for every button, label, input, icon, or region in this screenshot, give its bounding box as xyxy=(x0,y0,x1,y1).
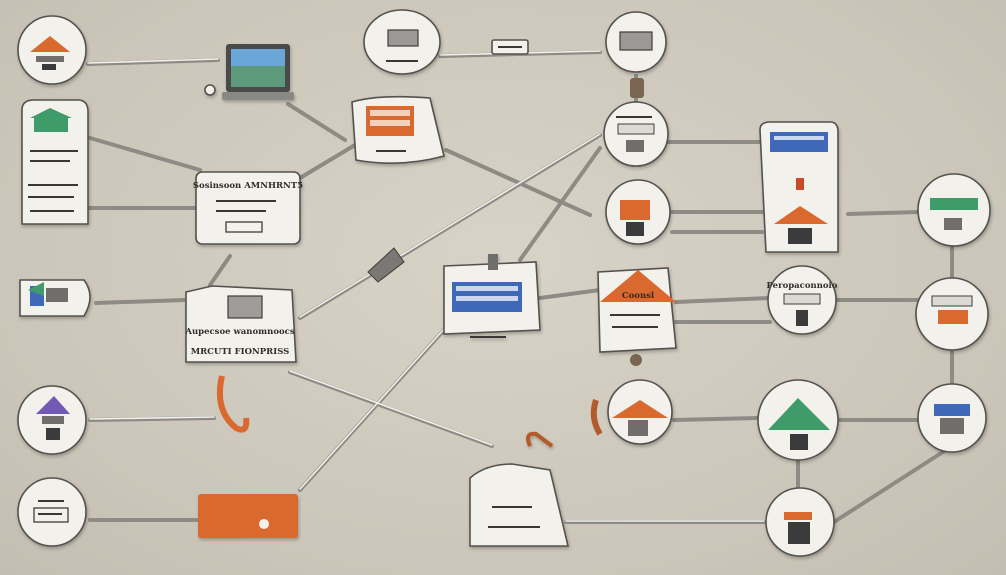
connector-3 xyxy=(88,136,202,172)
center-left-label-2: MRCUTI FIONPRISS xyxy=(191,347,290,357)
node-panel-left: Sosinsoon AMNHRNT5 xyxy=(193,171,303,245)
node-center-left: Aupecsoe wanomnoocs MRCUTI FIONPRISS xyxy=(184,285,297,363)
node-far-right-2 xyxy=(915,277,989,351)
connector-17 xyxy=(674,296,772,304)
orange-hook xyxy=(216,375,250,433)
node-left-2 xyxy=(21,99,89,225)
node-bottom-right xyxy=(765,487,835,557)
node-tower xyxy=(759,121,839,253)
connector-9 xyxy=(518,146,602,262)
orange-card-label: Coonsl xyxy=(622,291,655,301)
node-left-4 xyxy=(17,385,87,455)
top-center-node xyxy=(363,9,441,75)
connector-13 xyxy=(846,210,920,216)
connector-7 xyxy=(444,148,592,217)
node-right-center-1 xyxy=(603,101,669,167)
panel-left-label: Sosinsoon AMNHRNT5 xyxy=(193,181,303,191)
node-right-box: Peropaconnoio xyxy=(767,265,838,335)
monitor-node xyxy=(204,44,294,100)
connector-15 xyxy=(208,254,232,287)
node-left-3 xyxy=(19,279,91,317)
plug-connector xyxy=(367,247,405,283)
node-right-center-2 xyxy=(605,179,671,245)
right-box-label: Peropaconnoio xyxy=(767,281,838,291)
node-far-right-1 xyxy=(917,173,991,247)
node-cabinet xyxy=(351,95,445,164)
node-right-center-3 xyxy=(607,379,673,445)
node-server-center xyxy=(443,254,541,338)
connector-8 xyxy=(298,133,602,320)
connector-14 xyxy=(94,298,186,305)
node-far-right-3 xyxy=(917,383,987,453)
connector-20 xyxy=(288,370,494,448)
connector-1 xyxy=(86,58,220,66)
connector-6 xyxy=(298,143,357,180)
connector-16 xyxy=(538,288,602,300)
hanging-clip xyxy=(590,354,642,436)
node-bag-bottom xyxy=(469,431,570,547)
node-green-pyramid xyxy=(757,379,839,461)
top-label-tag xyxy=(491,39,529,55)
connector-22 xyxy=(88,416,216,422)
top-right-node xyxy=(605,11,667,73)
node-left-1 xyxy=(17,15,87,85)
orange-bar-bottom xyxy=(198,494,298,538)
node-orange-card: Coonsl xyxy=(597,267,677,353)
center-left-label-1: Aupecsoe wanomnoocs xyxy=(184,327,294,337)
node-left-5 xyxy=(17,477,87,547)
connectors xyxy=(86,50,954,524)
connector-23 xyxy=(672,416,760,422)
connector-5 xyxy=(286,102,347,142)
lock-connector xyxy=(630,78,644,98)
connector-27 xyxy=(832,448,948,524)
